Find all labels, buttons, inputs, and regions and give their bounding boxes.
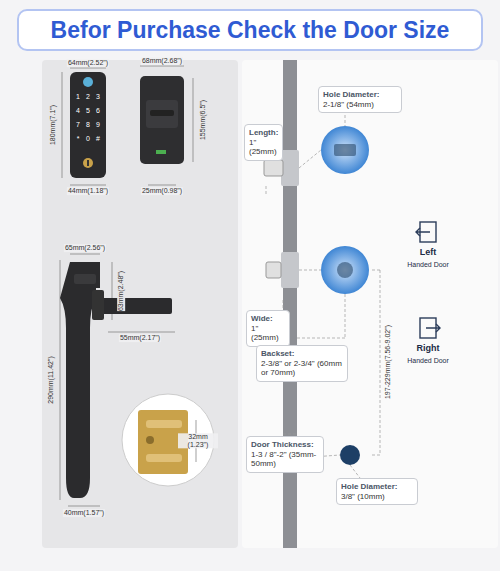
callout-heading: Hole Diameter: [323, 90, 397, 100]
door-hand-label: Handed Door [407, 261, 449, 269]
callout-box: Hole Diameter:2-1/8" (54mm) [318, 86, 402, 113]
callout-value: 2-3/8" or 2-3/4" (60mm or 70mm) [261, 359, 343, 378]
dimension-label: 32mm (1.23") [178, 433, 218, 448]
keypad-key: 2 [86, 93, 90, 101]
callout-value: 3/8" (10mm) [341, 492, 413, 502]
callout-heading: Length: [249, 128, 278, 138]
dimension-label: 155mm(6.5") [199, 100, 207, 140]
title-text: Befor Purchase Check the Door Size [51, 17, 450, 44]
dimension-label: 68mm(2.68") [141, 57, 183, 65]
keypad-key: 0 [86, 135, 90, 143]
keypad-key: 7 [76, 121, 80, 129]
keypad-key: 5 [86, 107, 90, 115]
keypad-key: * [77, 135, 80, 143]
dimension-label: 40mm(1.57") [63, 509, 105, 517]
callout-heading: Hole Diameter: [341, 482, 413, 492]
callout-box: Length:1" (25mm) [244, 124, 283, 161]
dimension-label: 197-229mm(7.56-9.02") [384, 325, 392, 399]
callout-value: 1" (25mm) [249, 138, 278, 157]
keypad-key: 8 [86, 121, 90, 129]
dimension-label: 44mm(1.18") [67, 187, 109, 195]
title-banner: Befor Purchase Check the Door Size [17, 9, 483, 51]
callout-box: Hole Diameter:3/8" (10mm) [336, 478, 418, 505]
callout-value: 1-3 / 8"-2" (35mm-50mm) [251, 450, 319, 469]
callout-value: 2-1/8" (54mm) [323, 100, 397, 110]
door-hand-label: Left [420, 248, 437, 258]
callout-heading: Backset: [261, 349, 343, 359]
dimension-label: 25mm(0.98") [141, 187, 183, 195]
callout-box: Wide:1" (25mm) [246, 310, 290, 347]
callout-box: Backset:2-3/8" or 2-3/4" (60mm or 70mm) [256, 345, 348, 382]
callout-heading: Wide: [251, 314, 285, 324]
keypad-key: 4 [76, 107, 80, 115]
dimension-label: 63mm(2.48") [117, 271, 125, 311]
keypad-key: 3 [96, 93, 100, 101]
dimension-label: 65mm(2.56") [64, 244, 106, 252]
dimension-label: 180mm(7.1") [49, 105, 57, 145]
keypad-key: 1 [76, 93, 80, 101]
keypad-key: 9 [96, 121, 100, 129]
keypad-key: 6 [96, 107, 100, 115]
keypad-key: # [96, 135, 100, 143]
door-hand-label: Handed Door [407, 357, 449, 365]
callout-heading: Door Thickness: [251, 440, 319, 450]
dimension-label: 55mm(2.17") [119, 334, 161, 342]
callout-value: 1" (25mm) [251, 324, 285, 343]
callout-box: Door Thickness:1-3 / 8"-2" (35mm-50mm) [246, 436, 324, 473]
dimension-label: 64mm(2.52") [67, 59, 109, 67]
dimension-label: 290mm(11.42") [47, 356, 55, 404]
door-hand-label: Right [417, 344, 440, 354]
